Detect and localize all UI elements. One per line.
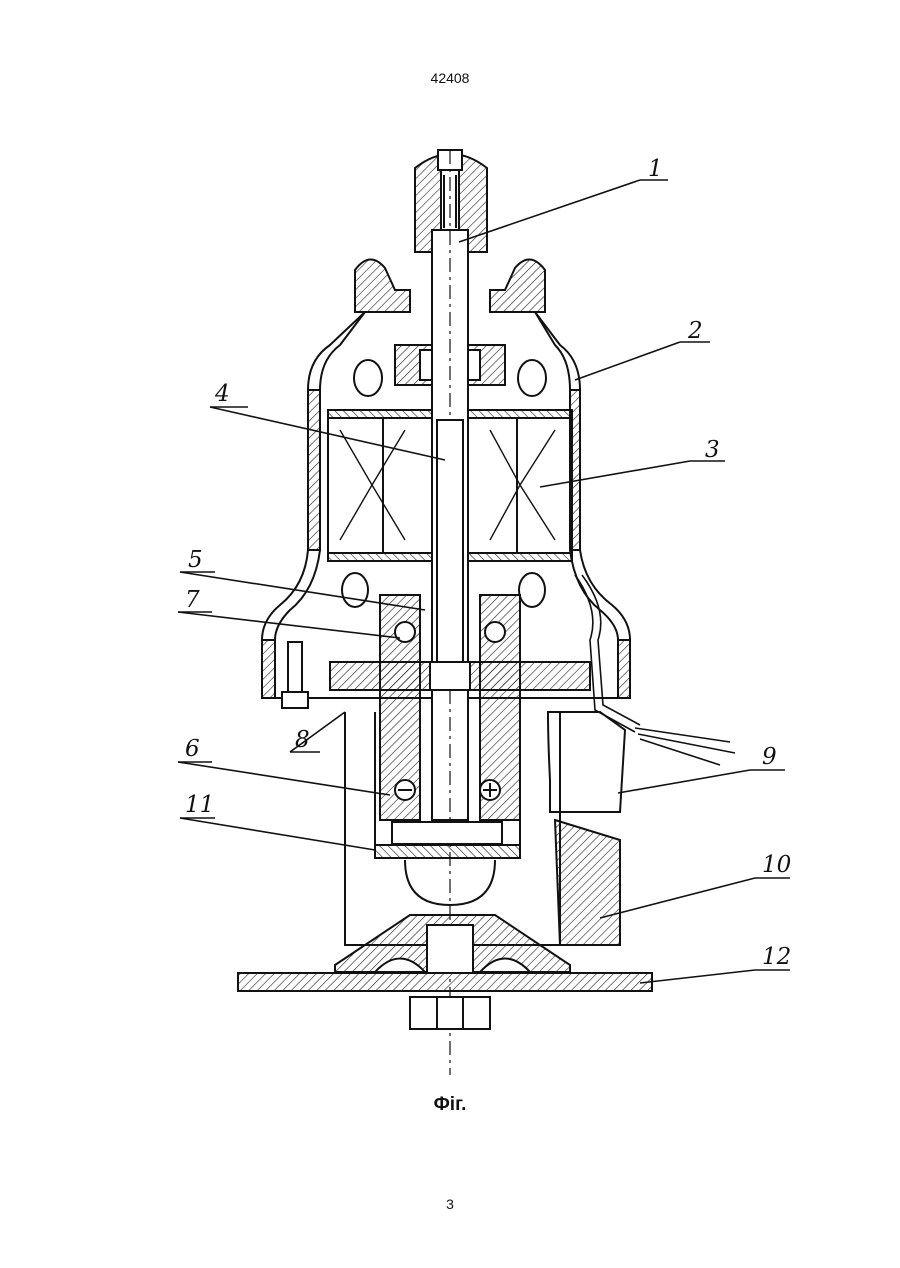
cross-section-drawing <box>238 150 735 1075</box>
ref-label-12: 12 <box>762 944 791 970</box>
ref-label-8: 8 <box>295 727 310 753</box>
page-number: 3 <box>0 1196 900 1212</box>
ref-label-3: 3 <box>705 437 720 463</box>
ref-label-11: 11 <box>185 792 214 818</box>
ref-label-4: 4 <box>214 381 230 407</box>
figure-caption: Фіг. <box>0 1094 900 1116</box>
ref-label-9: 9 <box>762 744 777 770</box>
ref-label-10: 10 <box>762 852 791 878</box>
ref-label-2: 2 <box>687 318 703 344</box>
ref-label-5: 5 <box>188 547 203 573</box>
ref-label-1: 1 <box>648 156 663 182</box>
leader-lines <box>178 180 790 983</box>
ref-label-7: 7 <box>185 587 200 613</box>
ref-label-6: 6 <box>185 736 200 762</box>
